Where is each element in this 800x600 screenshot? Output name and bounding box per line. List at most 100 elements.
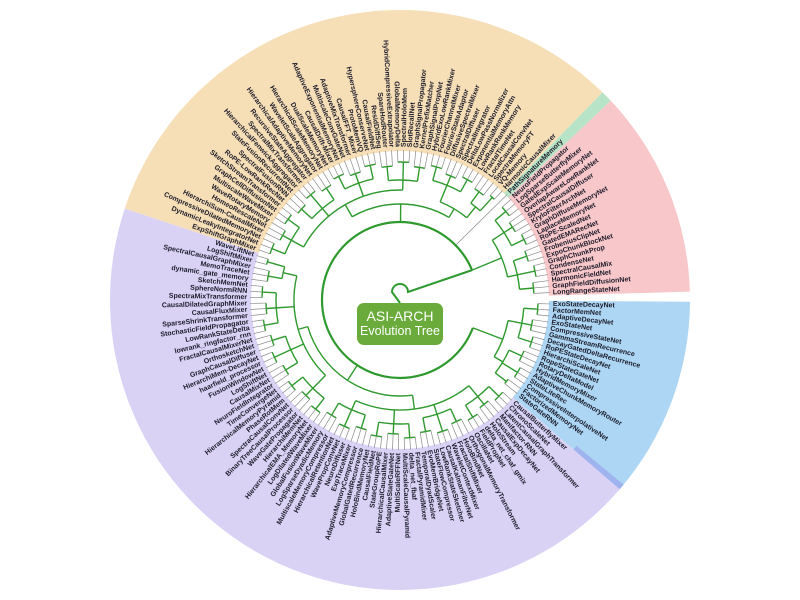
leaf-branch <box>317 412 328 426</box>
leaf-branch <box>455 194 508 246</box>
leaf-branch <box>263 356 275 363</box>
leaf-branch <box>392 433 394 450</box>
branch-stem <box>479 196 493 212</box>
leaf-label: FactorMemNet <box>552 307 602 317</box>
title-line-2: Evolution Tree <box>360 324 440 338</box>
leaf-label: SpectralHoloMem <box>401 88 409 147</box>
branch-stem <box>350 400 357 411</box>
leaf-branch <box>250 313 267 316</box>
leaf-branch <box>250 308 267 310</box>
branch-stem <box>268 275 283 280</box>
leaf-branch <box>281 207 292 216</box>
leaf-branch <box>467 168 474 180</box>
leaf-branch <box>253 266 270 272</box>
sector-blue <box>512 300 690 490</box>
branch-stem <box>472 327 504 340</box>
branch-stem <box>321 208 330 217</box>
branch-stem <box>354 173 360 184</box>
leaf-branch <box>298 189 307 199</box>
leaf-branch <box>460 418 469 434</box>
title-line-1: ASI-ARCH <box>366 308 434 324</box>
leaf-branch <box>367 153 371 166</box>
branch-stem <box>266 307 277 310</box>
branch-stem <box>267 261 285 268</box>
leaf-branch <box>483 404 495 418</box>
branch-stem <box>507 319 522 324</box>
root-node <box>390 269 473 304</box>
branch-stem <box>271 247 286 255</box>
leaf-label: MultiScaleCausalPyramid <box>401 453 411 538</box>
leaf-label: SpectraMixTransformer <box>169 293 248 301</box>
leaf-branch <box>260 243 273 249</box>
branch-stem <box>517 337 532 343</box>
leaf-branch <box>282 385 293 394</box>
leaf-branch <box>312 412 321 423</box>
leaf-branch <box>349 158 356 174</box>
leaf-branch <box>509 213 523 223</box>
leaf-branch <box>317 174 327 189</box>
leaf-branch <box>373 435 377 448</box>
leaf-label: AdaptiveStateGateNet <box>385 452 396 526</box>
leaf-branch <box>275 374 289 384</box>
leaf-branch <box>286 389 296 399</box>
sector-strip <box>571 445 624 492</box>
leaf-branch <box>312 177 323 192</box>
leaf-branch <box>505 203 516 212</box>
leaf-branch <box>252 325 265 328</box>
dendrogram-branches <box>250 150 550 450</box>
leaf-branch <box>251 319 264 322</box>
leaf-branch <box>265 232 281 241</box>
leaf-branch <box>332 165 339 177</box>
branch-stem <box>392 423 395 434</box>
leaf-label: LongRangeStateNet <box>553 286 621 296</box>
leaf-branch <box>430 430 435 447</box>
branch-stem <box>272 335 286 342</box>
branch-stem <box>493 356 504 363</box>
leaf-branch <box>278 381 289 389</box>
leaf-branch <box>507 378 522 390</box>
branch-stem <box>507 274 518 278</box>
category-sectors <box>109 9 690 590</box>
leaf-branch <box>532 319 549 323</box>
leaf-branch <box>289 197 302 210</box>
branch-stem <box>282 271 297 277</box>
branch-stem <box>416 167 421 182</box>
leaf-branch <box>339 426 345 438</box>
leaf-branch <box>425 431 429 448</box>
sector-orange <box>124 9 603 254</box>
leaf-branch <box>455 163 463 179</box>
branch-stem <box>346 364 358 381</box>
leaf-branch <box>501 198 512 208</box>
leaf-branch <box>385 433 389 450</box>
leaf-branch <box>532 280 549 283</box>
leaf-branch <box>333 423 340 435</box>
sector-pink <box>508 100 690 296</box>
branch-stem <box>494 210 507 221</box>
leaf-branch <box>302 185 311 196</box>
sector-purple <box>109 208 620 590</box>
branch-stem <box>432 166 438 181</box>
leaf-branch <box>263 238 275 244</box>
branch-stem <box>276 306 295 309</box>
branch-stem <box>290 343 304 351</box>
leaf-branch <box>531 324 548 329</box>
leaf-branch <box>256 340 273 346</box>
branch-stem <box>448 208 455 218</box>
root-arc <box>320 220 474 380</box>
branch-stem <box>449 408 458 422</box>
leaf-branch <box>533 286 550 289</box>
leaf-branch <box>528 256 544 262</box>
leaf-label: MultiScaleRFFNet <box>395 452 403 512</box>
branch-stem <box>503 226 513 234</box>
leaf-branch <box>323 415 332 430</box>
leaf-branch <box>260 351 273 357</box>
branch-stem <box>513 255 527 262</box>
leaf-branch <box>529 346 542 352</box>
leaf-branch <box>285 202 299 214</box>
branch-stem <box>358 182 365 197</box>
branch-stem <box>262 291 277 294</box>
branch-stem <box>291 239 304 248</box>
leaf-branch <box>294 395 307 407</box>
branch-stem <box>301 208 313 220</box>
leaf-branch <box>467 419 475 431</box>
